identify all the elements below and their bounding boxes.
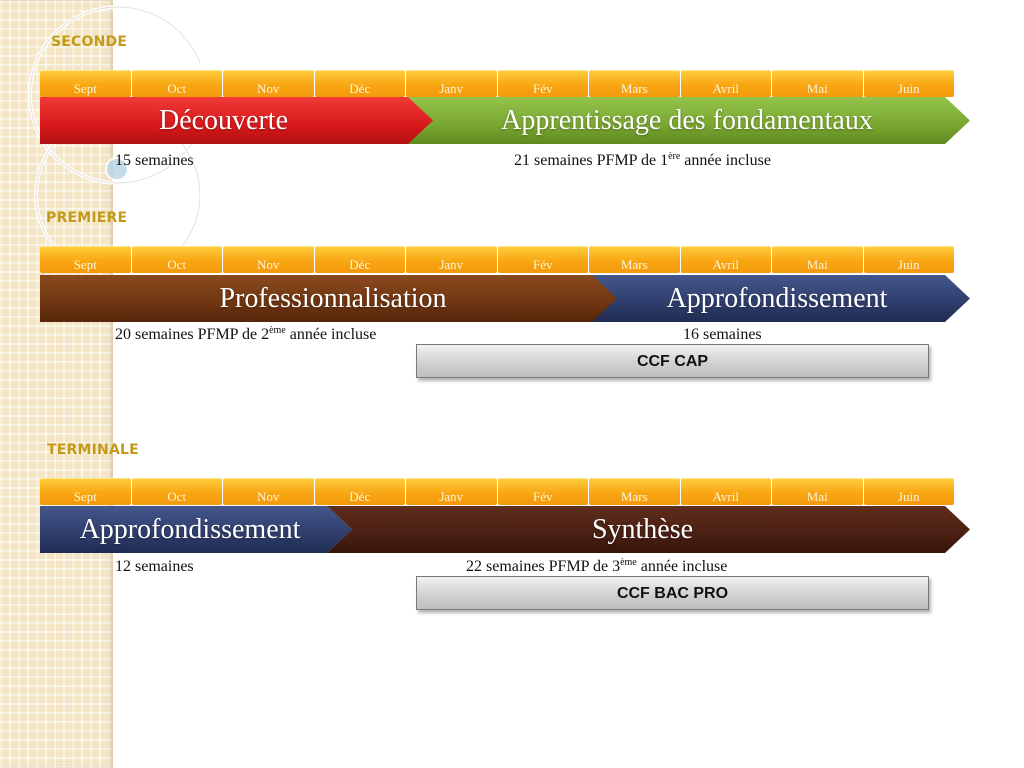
- duration-note-pfmp: 21 semaines PFMP de 1ère année incluse: [514, 151, 771, 170]
- duration-note: 12 semaines: [115, 558, 194, 575]
- month-cell: Mars: [589, 478, 680, 505]
- month-cell: Avril: [680, 246, 771, 273]
- phase-label: Approfondissement: [79, 513, 301, 545]
- month-cell: Fév: [497, 246, 588, 273]
- month-cell: Avril: [680, 478, 771, 505]
- level-label-seconde: SECONDE: [51, 34, 128, 50]
- month-cell: Mars: [589, 70, 680, 97]
- phase-synthese: Synthèse: [327, 506, 970, 553]
- month-cell: Déc: [314, 478, 405, 505]
- month-cell: Déc: [314, 246, 405, 273]
- month-cell: Janv: [406, 478, 497, 505]
- month-bar-seconde: Sept Oct Nov Déc Janv Fév Mars Avril Mai…: [40, 70, 954, 97]
- phase-label: Apprentissage des fondamentaux: [501, 104, 873, 136]
- month-bar-premiere: Sept Oct Nov Déc Janv Fév Mars Avril Mai…: [40, 246, 954, 273]
- month-cell: Oct: [131, 246, 222, 273]
- ccf-cap-box: CCF CAP: [416, 344, 929, 378]
- month-cell: Mai: [772, 478, 863, 505]
- month-cell: Déc: [314, 70, 405, 97]
- month-cell: Fév: [497, 70, 588, 97]
- phase-apprentissage: Apprentissage des fondamentaux: [408, 97, 970, 144]
- month-cell: Nov: [223, 478, 314, 505]
- phase-label: Synthèse: [591, 513, 694, 545]
- duration-note: 16 semaines: [683, 326, 762, 343]
- month-cell: Sept: [40, 246, 131, 273]
- level-label-terminale: TERMINALE: [47, 442, 139, 458]
- month-cell: Juin: [863, 246, 954, 273]
- phase-professionnalisation: Professionnalisation: [40, 275, 618, 322]
- month-cell: Janv: [406, 70, 497, 97]
- phase-label: Approfondissement: [666, 282, 888, 314]
- duration-note-pfmp: 20 semaines PFMP de 2ème année incluse: [115, 325, 377, 344]
- month-cell: Oct: [131, 478, 222, 505]
- duration-note: 15 semaines: [115, 152, 194, 169]
- month-cell: Fév: [497, 478, 588, 505]
- month-cell: Sept: [40, 478, 131, 505]
- month-bar-terminale: Sept Oct Nov Déc Janv Fév Mars Avril Mai…: [40, 478, 954, 505]
- month-cell: Mars: [589, 246, 680, 273]
- ccf-bac-pro-box: CCF BAC PRO: [416, 576, 929, 610]
- month-cell: Avril: [680, 70, 771, 97]
- month-cell: Juin: [863, 70, 954, 97]
- month-cell: Sept: [40, 70, 131, 97]
- month-cell: Nov: [223, 246, 314, 273]
- month-cell: Mai: [772, 246, 863, 273]
- phase-label: Professionnalisation: [219, 282, 447, 314]
- phase-label: Découverte: [158, 104, 289, 136]
- month-cell: Oct: [131, 70, 222, 97]
- phase-approfondissement: Approfondissement: [592, 275, 970, 322]
- phase-decouverte: Découverte: [40, 97, 435, 144]
- month-cell: Mai: [772, 70, 863, 97]
- duration-note-pfmp: 22 semaines PFMP de 3ème année incluse: [466, 557, 728, 576]
- level-label-premiere: PREMIERE: [46, 210, 128, 226]
- phase-approfondissement: Approfondissement: [40, 506, 352, 553]
- month-cell: Nov: [223, 70, 314, 97]
- month-cell: Janv: [406, 246, 497, 273]
- month-cell: Juin: [863, 478, 954, 505]
